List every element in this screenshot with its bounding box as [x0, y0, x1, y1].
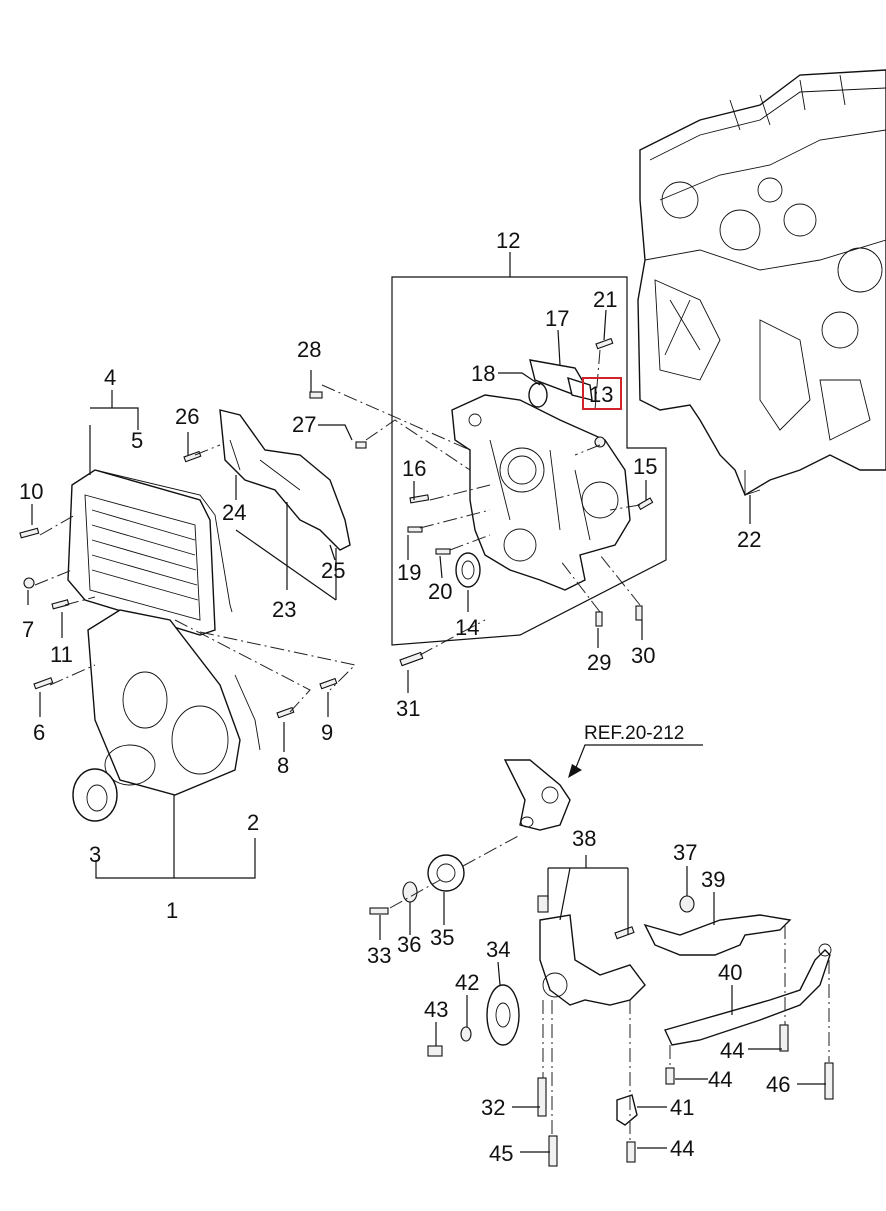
- cover-gasket-5: [94, 469, 233, 613]
- callout-4: 4: [104, 365, 116, 390]
- callout-23: 23: [272, 597, 296, 622]
- callout-2: 2: [247, 810, 259, 835]
- callout-44a: 44: [720, 1038, 744, 1063]
- callout-8: 8: [277, 753, 289, 778]
- oil-pump-body: [537, 895, 646, 1006]
- engine-block: [637, 69, 886, 497]
- drive-gear-35: [427, 854, 465, 892]
- callout-34: 34: [486, 937, 510, 962]
- callout-5: 5: [131, 428, 143, 453]
- oil-pipe-39: [643, 914, 792, 956]
- callout-7: 7: [22, 617, 34, 642]
- callout-19: 19: [397, 560, 421, 585]
- callout-36: 36: [397, 932, 421, 957]
- callout-26: 26: [175, 404, 199, 429]
- callout-16: 16: [402, 456, 426, 481]
- callout-11: 11: [50, 642, 73, 667]
- callout-15: 15: [633, 454, 657, 479]
- callout-38: 38: [572, 826, 596, 851]
- leader-lines: [27, 252, 826, 1153]
- callout-45: 45: [489, 1141, 513, 1166]
- callout-14: 14: [455, 615, 479, 640]
- lower-belt-cover: [87, 609, 261, 796]
- callout-35: 35: [430, 925, 454, 950]
- callout-22: 22: [737, 527, 761, 552]
- upper-belt-cover: [67, 469, 216, 636]
- callout-44b: 44: [708, 1067, 732, 1092]
- callout-21: 21: [593, 287, 617, 312]
- callout-18: 18: [471, 361, 495, 386]
- washer-37: [679, 895, 695, 913]
- callout-9: 9: [321, 720, 333, 745]
- callout-44c: 44: [670, 1136, 694, 1161]
- water-inlet-pipe: [528, 359, 593, 408]
- callout-32: 32: [481, 1095, 505, 1120]
- oil-seal: [455, 552, 481, 588]
- balance-shaft-bracket: [503, 759, 571, 831]
- bolts-left: [19, 450, 338, 719]
- bracket-41: [616, 1094, 638, 1126]
- callout-20: 20: [428, 579, 452, 604]
- belt-cover-seals: [219, 409, 351, 551]
- callout-24: 24: [222, 500, 246, 525]
- callout-25: 25: [321, 558, 345, 583]
- callout-17: 17: [545, 306, 569, 331]
- bolts-bottom: [537, 1024, 834, 1167]
- callout-39: 39: [701, 867, 725, 892]
- bolt-43: [427, 1045, 443, 1057]
- callout-29: 29: [587, 650, 611, 675]
- washer-42: [460, 1026, 472, 1042]
- callout-42: 42: [455, 970, 479, 995]
- callout-10: 10: [19, 479, 43, 504]
- callout-27: 27: [292, 412, 316, 437]
- bolt-33: [369, 907, 389, 915]
- callout-43: 43: [424, 997, 448, 1022]
- callout-12: 12: [496, 228, 520, 253]
- timing-chain-cover: [451, 394, 631, 591]
- callout-6: 6: [33, 720, 45, 745]
- reference-label: REF.20-212: [584, 723, 684, 744]
- callout-46: 46: [766, 1072, 790, 1097]
- callout-40: 40: [718, 960, 742, 985]
- callout-28: 28: [297, 337, 321, 362]
- callout-41: 41: [670, 1095, 694, 1120]
- callout-33: 33: [367, 943, 391, 968]
- oil-strainer-40: [664, 943, 832, 1046]
- oil-gear-34: [486, 984, 520, 1046]
- highlight-box-13: [582, 377, 622, 410]
- callout-30: 30: [631, 643, 655, 668]
- washer-36: [402, 881, 418, 903]
- crank-pulley-seal: [72, 768, 118, 822]
- callout-13: 13: [589, 382, 613, 407]
- callout-1: 1: [166, 898, 178, 923]
- callout-3: 3: [89, 842, 101, 867]
- bolts-center: [309, 337, 654, 667]
- assembly-lines: [34, 349, 830, 1142]
- callout-labels: 1 2 3 4 5 6 7 8 9 10 11 12 13 14 15 16 1…: [19, 228, 790, 1166]
- callout-31: 31: [396, 696, 420, 721]
- callout-37: 37: [673, 840, 697, 865]
